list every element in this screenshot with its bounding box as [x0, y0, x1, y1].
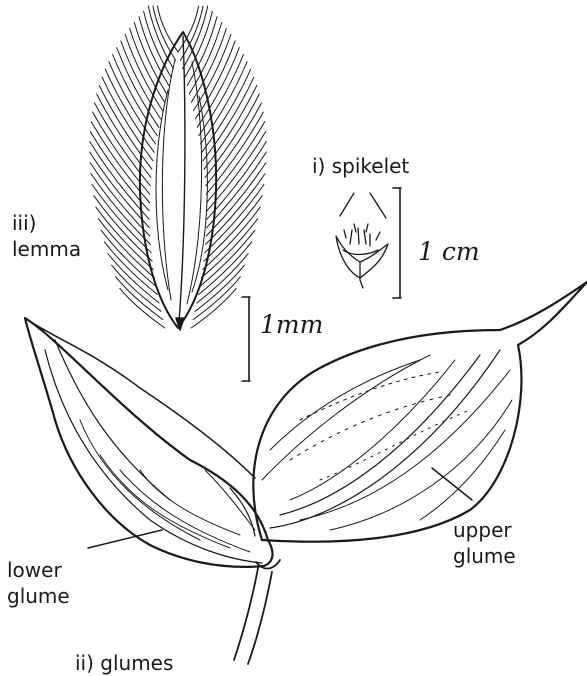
lemma-label-line2: lemma: [12, 236, 81, 262]
glumes-label: ii) glumes: [75, 650, 173, 676]
lower-glume-label: lower glume: [7, 557, 70, 609]
upper-glume-label-line1: upper: [453, 517, 516, 543]
lemma-hair: [178, 6, 199, 52]
lemma-hair: [195, 265, 244, 311]
upper-glume-label: upper glume: [453, 517, 516, 569]
spikelet-drawing: [336, 193, 388, 288]
scale-label-1mm: 1mm: [260, 310, 323, 339]
lemma-hair: [112, 265, 161, 311]
lemma-hair: [191, 288, 236, 328]
lemma-hair: [125, 35, 162, 111]
lemma-label-line1: iii): [12, 210, 81, 236]
pedicel: [234, 568, 272, 664]
lemma-hair: [120, 288, 165, 328]
lemma-hairs: [90, 6, 267, 328]
glumes-drawing: [25, 282, 587, 664]
scale-bar-1mm: [242, 297, 250, 381]
lemma-hair: [194, 35, 231, 111]
lower-glume-label-line2: glume: [7, 583, 70, 609]
lemma-hair: [102, 77, 153, 161]
lower-glume-label-line1: lower: [7, 557, 70, 583]
lemma-body: [140, 32, 216, 328]
scale-bar-1cm: [393, 188, 401, 298]
lemma-hair: [121, 41, 161, 119]
spikelet-label: i) spikelet: [312, 153, 409, 179]
lemma-hair: [117, 48, 159, 128]
lemma-hair: [197, 48, 239, 128]
scale-label-1cm: 1 cm: [418, 237, 480, 266]
lemma-hair: [130, 28, 165, 102]
lemma-drawing: [90, 6, 267, 330]
lemma-label: iii) lemma: [12, 210, 81, 262]
lemma-keel: [179, 36, 185, 322]
upper-glume-label-line2: glume: [453, 543, 516, 569]
